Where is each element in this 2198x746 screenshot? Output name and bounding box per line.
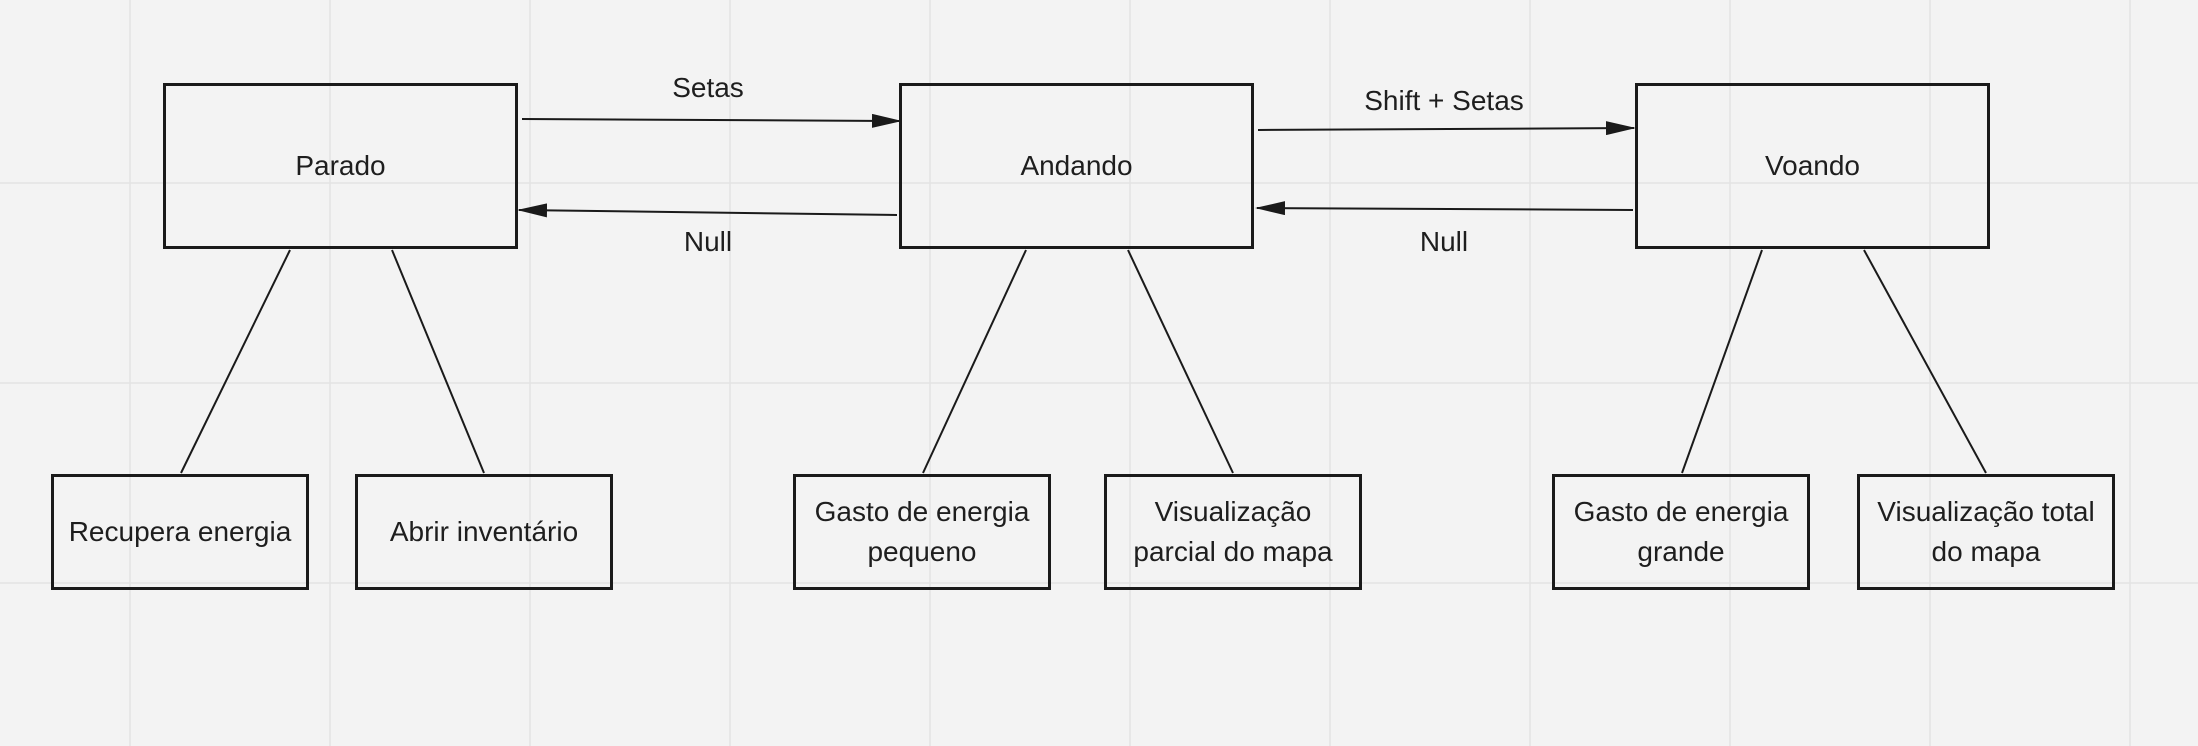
feature-abrir-inventario-label: Abrir inventário: [389, 516, 579, 547]
connector-voando-vis-total: [1863, 249, 1987, 474]
feature-gasto-energia-pequeno[interactable]: Gasto de energia pequeno: [793, 474, 1051, 590]
label-andando-to-voando: Shift + Setas: [1364, 85, 1524, 116]
feature-visualizacao-total[interactable]: Visualização total do mapa: [1857, 474, 2115, 590]
arrow-andando-to-voando: [1257, 121, 1636, 136]
feature-vis-parcial-line2: parcial do mapa: [1133, 536, 1333, 567]
connector-parado-inventario: [391, 249, 485, 474]
connector-andando-gasto-pequeno: [922, 249, 1027, 474]
connector-andando-vis-parcial: [1127, 249, 1234, 474]
feature-visualizacao-parcial[interactable]: Visualização parcial do mapa: [1104, 474, 1362, 590]
feature-gasto-pequeno-line1: Gasto de energia: [814, 496, 1030, 527]
feature-vis-parcial-line1: Visualização: [1154, 496, 1312, 527]
label-voando-to-andando: Null: [1419, 226, 1469, 257]
state-parado-label: Parado: [295, 150, 386, 181]
state-voando-label: Voando: [1765, 150, 1860, 181]
label-andando-to-parado: Null: [683, 226, 733, 257]
label-parado-to-andando: Setas: [672, 72, 744, 103]
arrow-voando-to-andando: [1255, 201, 1634, 216]
state-andando-label: Andando: [1020, 150, 1133, 181]
feature-gasto-grande-line2: grande: [1637, 536, 1725, 567]
feature-recupera-energia[interactable]: Recupera energia: [51, 474, 309, 590]
state-parado[interactable]: Parado: [163, 83, 518, 249]
state-voando[interactable]: Voando: [1635, 83, 1990, 249]
feature-vis-total-line1: Visualização total: [1877, 496, 2095, 527]
feature-gasto-energia-grande[interactable]: Gasto de energia grande: [1552, 474, 1810, 590]
arrow-andando-to-parado: [517, 203, 898, 218]
state-andando[interactable]: Andando: [899, 83, 1254, 249]
feature-gasto-grande-line1: Gasto de energia: [1573, 496, 1789, 527]
feature-gasto-pequeno-line2: pequeno: [867, 536, 977, 567]
connector-voando-gasto-grande: [1681, 249, 1763, 474]
feature-recupera-energia-label: Recupera energia: [68, 516, 292, 547]
arrow-parado-to-andando: [521, 113, 902, 128]
feature-abrir-inventario[interactable]: Abrir inventário: [355, 474, 613, 590]
feature-vis-total-line2: do mapa: [1931, 536, 2041, 567]
connector-parado-recupera: [180, 249, 291, 474]
